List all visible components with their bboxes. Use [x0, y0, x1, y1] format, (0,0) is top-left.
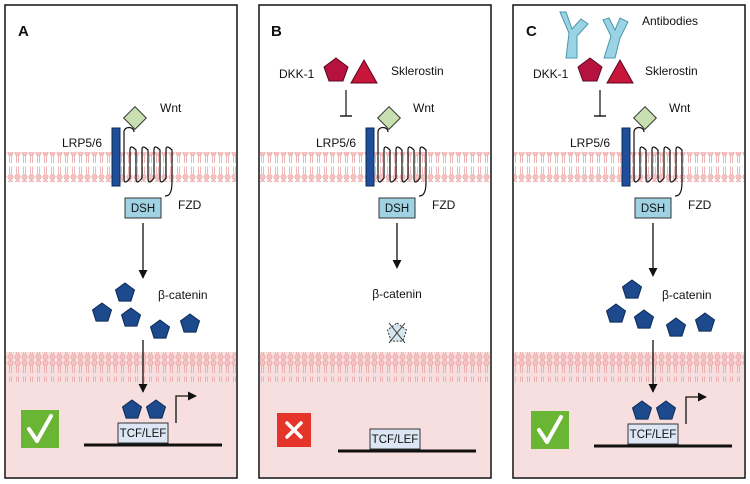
- panel-b: B DKK-1 Sklerostin Wnt LRP5/6 FZD DSH β-…: [258, 4, 492, 479]
- beta-catenin-label: β-catenin: [372, 287, 422, 301]
- nuclear-membrane: [6, 352, 236, 382]
- panel-letter: C: [526, 23, 537, 40]
- tcf-lef-label: TCF/LEF: [630, 429, 677, 441]
- fzd-label: FZD: [178, 198, 202, 212]
- tcf-lef-label: TCF/LEF: [120, 428, 167, 440]
- dkk1-protein: [577, 57, 603, 82]
- lrp-label: LRP5/6: [316, 136, 356, 150]
- wnt-label: Wnt: [669, 101, 691, 115]
- sclerostin-protein: [350, 58, 378, 84]
- sclerostin-protein: [606, 58, 634, 84]
- wnt-label: Wnt: [413, 101, 435, 115]
- tcf-lef-box: [369, 428, 421, 450]
- dsh-box: [124, 197, 162, 219]
- transcription-arrow: [175, 391, 197, 423]
- nuclear-membrane: [514, 352, 744, 382]
- lrp-receptor: [111, 127, 121, 187]
- wnt-ligand: [632, 105, 658, 131]
- tcf-lef-box: [117, 422, 169, 444]
- cross-glyph: [285, 421, 303, 439]
- dkk1-label: DKK-1: [279, 67, 315, 81]
- antibody-icon: [559, 11, 589, 59]
- wnt-ligand: [376, 105, 402, 131]
- dsh-box: [378, 197, 416, 219]
- dsh-label: DSH: [385, 203, 409, 215]
- fzd-label: FZD: [432, 198, 456, 212]
- checkmark-glyph: [537, 415, 563, 444]
- panel-c: C Antibodies DKK-1 Sklerostin Wnt LRP5/6…: [512, 4, 746, 479]
- dsh-label: DSH: [131, 203, 155, 215]
- degraded-beta-catenin-icon: [386, 322, 408, 344]
- dsh-label: DSH: [641, 203, 665, 215]
- lrp-receptor: [365, 127, 375, 187]
- panel-a: A Wnt LRP5/6 FZD DSH β-catenin TCF/LEF: [4, 4, 238, 479]
- fzd-receptor: [633, 126, 683, 197]
- nuclear-membrane: [260, 352, 490, 382]
- lrp-label: LRP5/6: [570, 136, 610, 150]
- dsh-box: [634, 197, 672, 219]
- beta-catenin-label: β-catenin: [662, 288, 712, 302]
- fzd-label: FZD: [688, 198, 712, 212]
- sclerostin-label: Sklerostin: [645, 64, 698, 78]
- antibody-icon: [602, 17, 629, 59]
- fzd-receptor: [123, 126, 173, 197]
- checkmark-glyph: [27, 414, 53, 443]
- fzd-receptor: [377, 126, 427, 197]
- lrp-receptor: [621, 127, 631, 187]
- cell-membrane: [260, 152, 490, 182]
- panel-letter: A: [18, 23, 29, 40]
- tcf-lef-label: TCF/LEF: [372, 434, 419, 446]
- sclerostin-label: Sklerostin: [391, 64, 444, 78]
- panel-letter: B: [271, 23, 282, 40]
- beta-catenin-label: β-catenin: [158, 288, 208, 302]
- checkmark-icon: [531, 411, 569, 449]
- antibodies-label: Antibodies: [642, 14, 698, 28]
- wnt-ligand: [122, 105, 148, 131]
- lrp-label: LRP5/6: [62, 136, 102, 150]
- cell-membrane: [6, 152, 236, 182]
- dkk1-protein: [323, 57, 349, 82]
- checkmark-icon: [21, 410, 59, 448]
- transcription-arrow: [685, 392, 707, 424]
- dkk1-label: DKK-1: [533, 67, 569, 81]
- tcf-lef-box: [627, 423, 679, 445]
- wnt-label: Wnt: [160, 101, 182, 115]
